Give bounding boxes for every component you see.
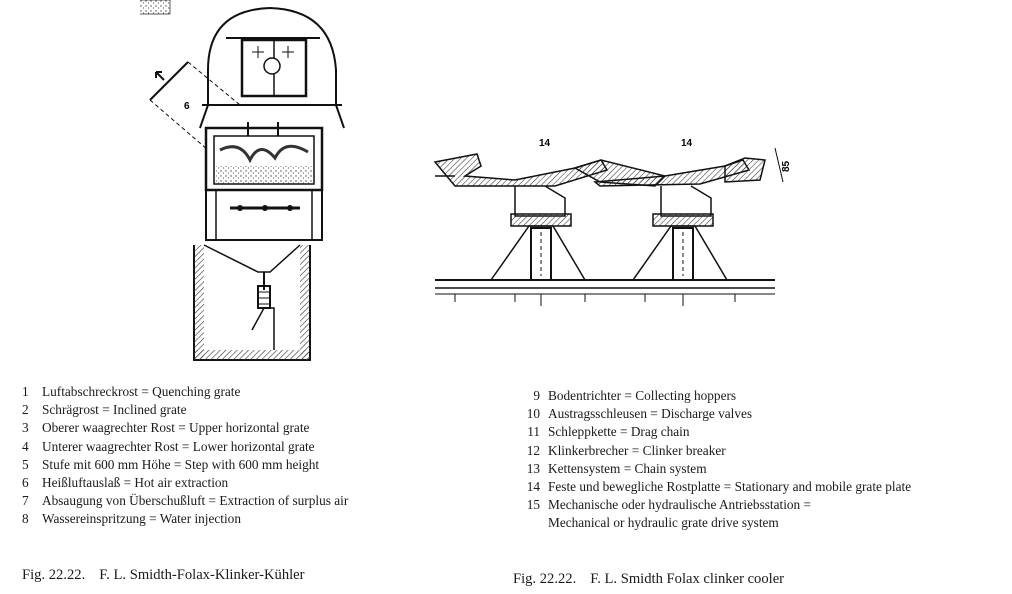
figure-title: F. L. Smidth-Folax-Klinker-Kühler [99, 567, 305, 583]
callout-14-left: 14 [539, 138, 551, 149]
arrow-icon [155, 71, 165, 81]
figure-number: Fig. 22.22. [22, 567, 86, 583]
dimension-85: 85 [781, 160, 792, 172]
list-item-continuation: Mechanical or hydraulic grate drive syst… [548, 515, 779, 531]
grate-plate-side-view-diagram: 14 14 85 [433, 138, 792, 306]
grate-plate-4 [724, 157, 766, 183]
callout-6: 6 [184, 101, 190, 112]
figure-caption-german: Fig. 22.22. F. L. Smidth-Folax-Klinker-Kü… [22, 567, 305, 584]
callout-14-right: 14 [681, 138, 693, 149]
cooler-dome [207, 6, 337, 106]
top-stipple-fragment [140, 0, 171, 15]
foundation [193, 245, 311, 361]
collecting-hopper [203, 244, 301, 273]
figure-title: F. L. Smidth Folax clinker cooler [590, 571, 785, 587]
support-right [632, 185, 728, 281]
support-left [490, 185, 586, 281]
cooler-cross-section-diagram: 6 [140, 0, 345, 361]
figure-number: Fig. 22.22. [513, 571, 577, 587]
figure-caption-english: Fig. 22.22. F. L. Smidth Folax clinker co… [513, 571, 784, 588]
